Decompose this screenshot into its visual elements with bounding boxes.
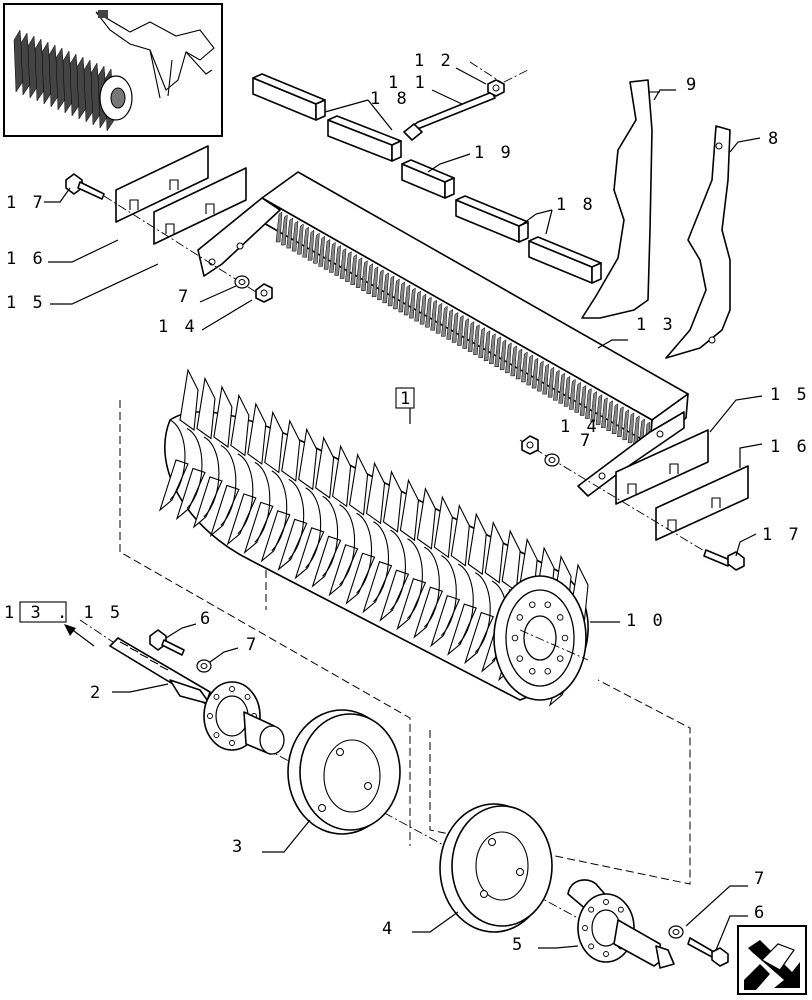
callout-6-bottom: 6 (754, 903, 767, 923)
end-disc-part-3 (287, 709, 401, 835)
callout-11: 1 1 (388, 73, 428, 93)
bolt-part-6-left (149, 629, 185, 656)
callout-14-left: 1 4 (158, 317, 198, 337)
callout-2: 2 (90, 683, 103, 703)
wear-strip-part-19 (401, 159, 455, 199)
callout-18-bottom: 1 8 (556, 195, 596, 215)
callout-9: 9 (686, 75, 699, 95)
nut-part-14-right (521, 435, 539, 455)
callout-7-right: 7 (580, 431, 593, 451)
wear-strip-part-18c (455, 195, 529, 243)
cross-reference-13-15[interactable]: 1 3 . 1 5 (4, 601, 123, 623)
nut-part-12 (487, 79, 505, 97)
callout-14-right: 1 4 (560, 417, 600, 437)
callout-7-left: 7 (178, 287, 191, 307)
callout-7-shaft: 7 (246, 635, 259, 655)
shim-plate-part-15-right (615, 429, 709, 505)
callout-1: 1 (400, 389, 413, 409)
bolt-part-11 (403, 91, 496, 141)
comb-beam-part-13 (197, 171, 689, 497)
washer-part-7-left (234, 275, 250, 289)
callout-15-right: 1 5 (770, 385, 810, 405)
callout-17-right: 1 7 (762, 525, 802, 545)
callout-15-left: 1 5 (6, 293, 46, 313)
rotor-part-10 (158, 368, 589, 707)
nut-part-14-left (255, 283, 273, 303)
callout-16-right: 1 6 (770, 437, 810, 457)
cross-reference-label: 1 3 . 1 5 (4, 603, 123, 623)
callout-13: 1 3 (636, 315, 676, 335)
stub-shaft-part-5 (567, 879, 675, 969)
callout-17-left: 1 7 (6, 193, 46, 213)
next-page-arrow-icon[interactable] (737, 925, 807, 995)
washer-part-7-shaft (196, 659, 212, 673)
bolt-part-17 (65, 173, 105, 200)
callout-8: 8 (768, 129, 781, 149)
callout-3: 3 (232, 837, 245, 857)
callout-7-bottom: 7 (754, 869, 767, 889)
shim-plate-part-15 (153, 167, 247, 245)
shim-plate-part-16-right (655, 465, 749, 541)
callout-19: 1 9 (474, 143, 514, 163)
washer-part-7-bottom (668, 925, 684, 939)
assembly-thumbnail-icon[interactable] (3, 3, 223, 137)
side-plate-part-8 (665, 125, 731, 359)
callout-1-box: 1 (395, 387, 415, 409)
callout-16-left: 1 6 (6, 249, 46, 269)
callout-18-top: 1 8 (370, 89, 410, 109)
callout-12: 1 2 (414, 51, 454, 71)
callout-4: 4 (382, 919, 395, 939)
callout-5: 5 (512, 935, 525, 955)
side-plate-part-9 (581, 79, 660, 319)
wear-strip-part-18d (528, 236, 602, 284)
bolt-part-6-bottom (687, 937, 729, 967)
callout-6-left: 6 (200, 609, 213, 629)
end-disc-part-4 (439, 803, 553, 933)
bolt-part-17-right (703, 549, 745, 571)
wear-strip-part-18b (327, 115, 402, 162)
stub-shaft-part-2 (109, 637, 285, 755)
washer-part-7-right (544, 453, 560, 467)
shim-plate-part-16 (115, 145, 209, 223)
callout-10: 1 0 (626, 611, 666, 631)
wear-strip-part-18 (252, 73, 326, 121)
